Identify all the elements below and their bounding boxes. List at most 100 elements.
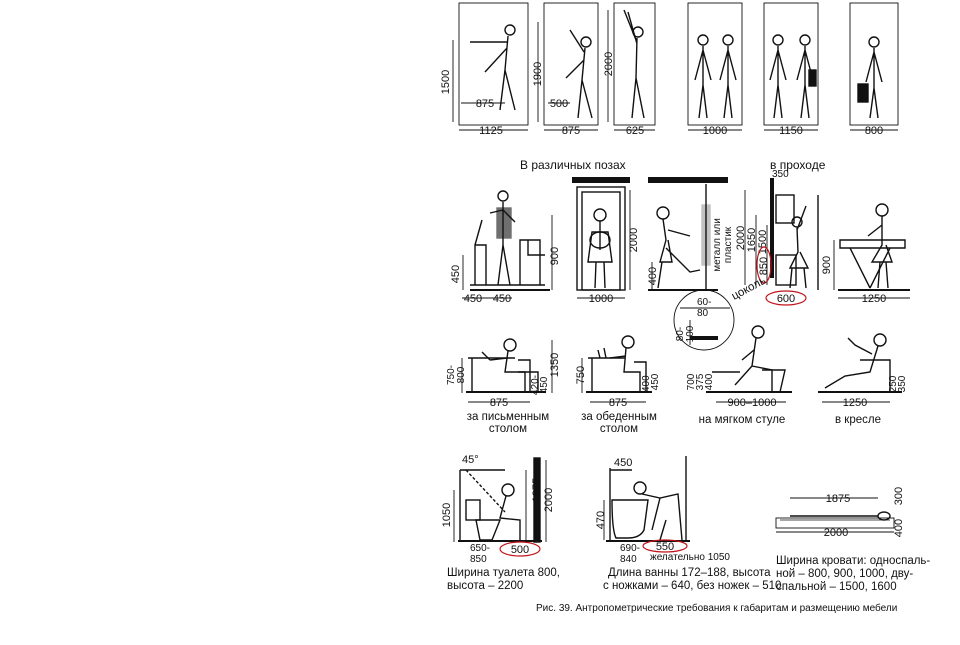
dim-400-b: 400 [704,373,715,390]
dim-875-b: 875 [562,125,580,137]
label-desk-2: столом [489,423,527,435]
dim-450-w2: 450 [493,293,511,305]
label-desk-1: за письменным [467,411,550,423]
person-at-dining-table-icon [588,335,647,392]
dim-1875-b: 1875 [826,493,850,505]
row2-dims-b [744,190,768,285]
person-reaching-3-icon [623,9,645,119]
dim-850-b: 850 [470,554,487,565]
note-bed-2: ной – 800, 900, 1000, дву- [776,568,913,580]
dim-400-dash: 400- [641,372,652,392]
ceiling-hatch-2 [648,177,728,183]
highlight-500 [499,541,541,557]
dim-900-a: 900 [549,247,561,265]
dim-750-dash: 750- [446,365,457,385]
person-on-toilet-icon [459,457,541,543]
dim-250: 250 [888,375,899,392]
floor-armchair [818,391,902,393]
label-metal-or: металл или [712,218,723,272]
dim-preferably-1050: желательно 1050 [650,552,730,563]
dim-470: 470 [595,511,607,529]
dim-2000-a: 2000 [603,52,615,76]
label-dining-2: столом [600,423,638,435]
dim-1000-a: 1000 [703,125,727,137]
floor-line-woman [648,289,718,291]
dim-550: 550 [656,541,674,553]
dim-2000-d: 2000 [543,488,555,512]
dim-750-b: 750 [575,366,587,384]
panel-reach-1900 [543,2,599,126]
heading-in-passage: в проходе [770,158,826,172]
woman-at-bathtub-icon [609,456,687,542]
dim-1150: 1150 [779,125,803,137]
row1-dimension-lines [452,10,898,131]
dim-800: 800 [865,125,883,137]
dim-450-e: 450 [614,457,632,469]
floor-soft-chair [706,391,792,393]
dim-1900: 1900 [532,62,544,86]
label-soft-chair: на мягком стуле [699,414,786,426]
waiter-between-chairs-icon [470,190,545,286]
dim-300: 300 [893,487,905,505]
dim-500-a: 500 [550,98,568,110]
woman-with-tray-icon [656,184,711,290]
floor-toilet [458,540,542,542]
floor-line-waiter [470,289,550,291]
dim-45deg: 45° [462,454,479,466]
dim-840: 840 [620,554,637,565]
dim-690-dash: 690- [620,543,640,554]
dim-875-a: 875 [476,98,494,110]
person-reaching-1-icon [470,24,516,111]
dim-450-c: 450 [539,376,550,393]
label-plastic: пластик [723,226,734,263]
highlight-600 [765,290,807,306]
dim-1875-a: 1875 [531,478,543,502]
dim-2000-e: 2000 [824,527,848,539]
dim-2000-b: 2000 [628,228,640,252]
dim-450-w1: 450 [464,293,482,305]
panel-suitcase-800 [849,2,899,126]
note-toilet-1: Ширина туалета 800, [447,567,560,579]
dim-420-dash: 420- [530,375,541,395]
dim-900-1000: 900–1000 [728,397,777,409]
note-toilet-2: высота – 2200 [447,580,523,592]
two-men-standing-2-icon [769,34,817,119]
man-with-suitcase-icon [857,36,883,119]
row4-sanitary-bed: 45° 1050 650- 850 500 1875 2000 Ширина т… [441,454,930,593]
two-men-standing-1-icon [694,34,737,119]
dim-1500: 1500 [757,230,769,254]
wall-hatch-3 [770,178,774,278]
label-armchair: в кресле [835,414,881,426]
dim-1050: 1050 [441,503,453,527]
dim-100: 100 [685,325,696,342]
woman-on-soft-chair-icon [712,325,786,393]
dim-875-d: 875 [609,397,627,409]
plinth-detail [673,289,735,351]
dim-375: 375 [695,373,706,390]
highlight-550 [642,539,688,553]
dim-80-dash: 80- [675,327,686,341]
dim-850: 850 [758,257,770,275]
note-bed-3: спальной – 1500, 1600 [776,581,897,593]
note-bath-1: Длина ванны 172–188, высота [608,567,771,579]
floor-desk [466,391,546,393]
dim-1250-b: 1250 [843,397,867,409]
dim-400-a: 400 [647,267,659,285]
floor-bath [606,540,690,542]
floor-line-ironing [838,289,910,291]
panel-pair-1000 [687,2,743,126]
dim-450-h: 450 [450,265,462,283]
dim-500-b: 500 [511,544,529,556]
dim-450-d: 450 [650,373,661,390]
label-plinth: цоколь [730,275,768,303]
highlight-850 [756,246,772,284]
dim-1000-b: 1000 [589,293,613,305]
note-bath-2: с ножками – 640, без ножек – 510 [603,580,781,592]
note-bed-1: Ширина кровати: односпаль- [776,555,930,567]
panel-reach-1500 [458,2,529,126]
dim-400-c: 400 [893,519,905,537]
dim-1650: 1650 [746,228,758,252]
woman-at-wall-cabinet-icon [775,194,819,290]
dim-1125: 1125 [479,125,503,137]
